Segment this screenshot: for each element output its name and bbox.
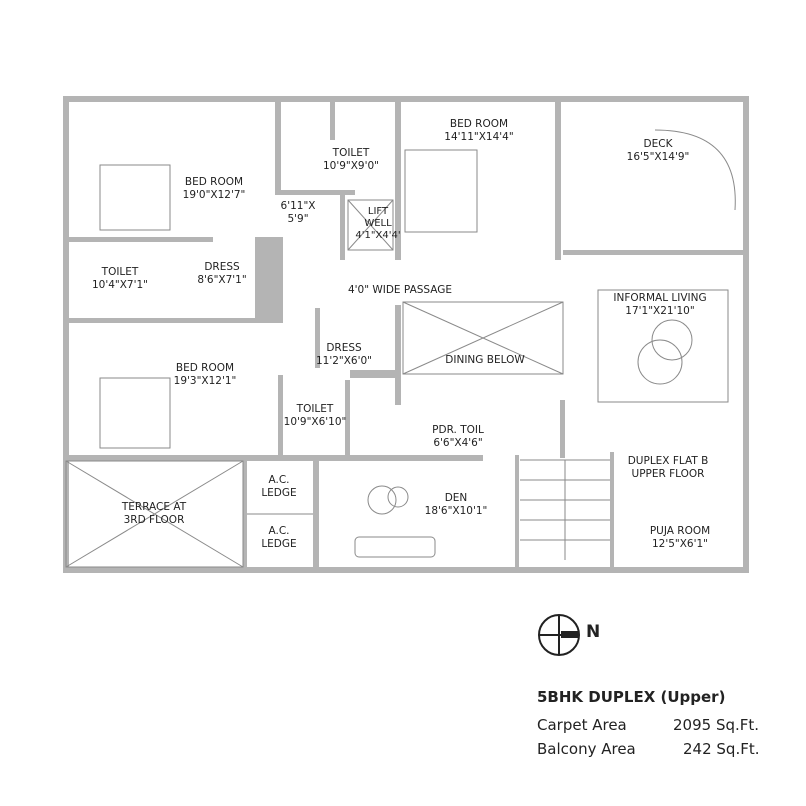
plan-title: 5BHK DUPLEX (Upper) (537, 688, 726, 706)
balcony-area-label: Balcony Area (537, 740, 636, 758)
room-size: 3RD FLOOR (123, 514, 185, 526)
room-size: 12'5"X6'1" (651, 538, 709, 550)
carpet-area-row: Carpet Area 2095 Sq.Ft. (537, 716, 797, 736)
north-label: N (586, 622, 601, 642)
room-name: BED ROOM (184, 176, 244, 188)
room-name: BED ROOM (175, 362, 235, 374)
passage-label: 4'0" WIDE PASSAGE (347, 284, 453, 296)
room-size: UPPER FLOOR (631, 468, 705, 480)
room-size: 10'9"X6'10" (283, 416, 347, 428)
walls (63, 96, 749, 573)
room-size: 5'9" (287, 213, 309, 225)
room-size: 19'0"X12'7" (182, 189, 246, 201)
room-size: 16'5"X14'9" (626, 151, 690, 163)
room-name: TOILET (332, 147, 370, 159)
room-name: A.C. (268, 474, 290, 486)
room-size: LEDGE (261, 487, 297, 499)
room-name: TERRACE AT (121, 501, 187, 513)
room-name: LIFT WELL (364, 206, 392, 229)
room-size: 18'6"X10'1" (424, 505, 488, 517)
carpet-area-label: Carpet Area (537, 716, 627, 734)
carpet-area-value: 2095 Sq.Ft. (673, 716, 760, 734)
room-name: DUPLEX FLAT B (627, 455, 709, 467)
room-name: DEN (444, 492, 468, 504)
room-name: 6'11"X (280, 200, 316, 212)
room-name: INFORMAL LIVING (613, 292, 707, 304)
room-size: 10'9"X9'0" (322, 160, 380, 172)
room-label-ac-ledge-1: A.C.LEDGE (261, 474, 296, 500)
room-size: 10'4"X7'1" (91, 279, 149, 291)
room-label-ac-ledge-2: A.C.LEDGE (261, 525, 296, 551)
room-name: DECK (643, 138, 673, 150)
room-name: TOILET (101, 266, 139, 278)
room-name: PDR. TOIL (432, 424, 484, 436)
room-size: 4'1"X4'4' (355, 230, 401, 241)
room-name: PUJA ROOM (649, 525, 711, 537)
room-size: 11'2"X6'0" (315, 355, 373, 367)
room-name: TOILET (296, 403, 334, 415)
room-name: DRESS (326, 342, 362, 354)
balcony-area-row: Balcony Area 242 Sq.Ft. (537, 740, 797, 760)
room-name: BED ROOM (449, 118, 509, 130)
room-name: A.C. (268, 525, 290, 537)
dining-below-label: DINING BELOW (445, 354, 525, 366)
room-size: 14'11"X14'4" (444, 131, 514, 143)
fixtures (65, 129, 736, 568)
room-size: 6'6"X4'6" (433, 437, 483, 449)
balcony-area-value: 242 Sq.Ft. (683, 740, 760, 758)
room-size: 8'6"X7'1" (197, 274, 247, 286)
room-size: 19'3"X12'1" (173, 375, 237, 387)
room-size: 17'1"X21'10" (625, 305, 695, 317)
room-name: DRESS (204, 261, 240, 273)
room-size: LEDGE (261, 538, 297, 550)
compass-icon (538, 614, 580, 656)
